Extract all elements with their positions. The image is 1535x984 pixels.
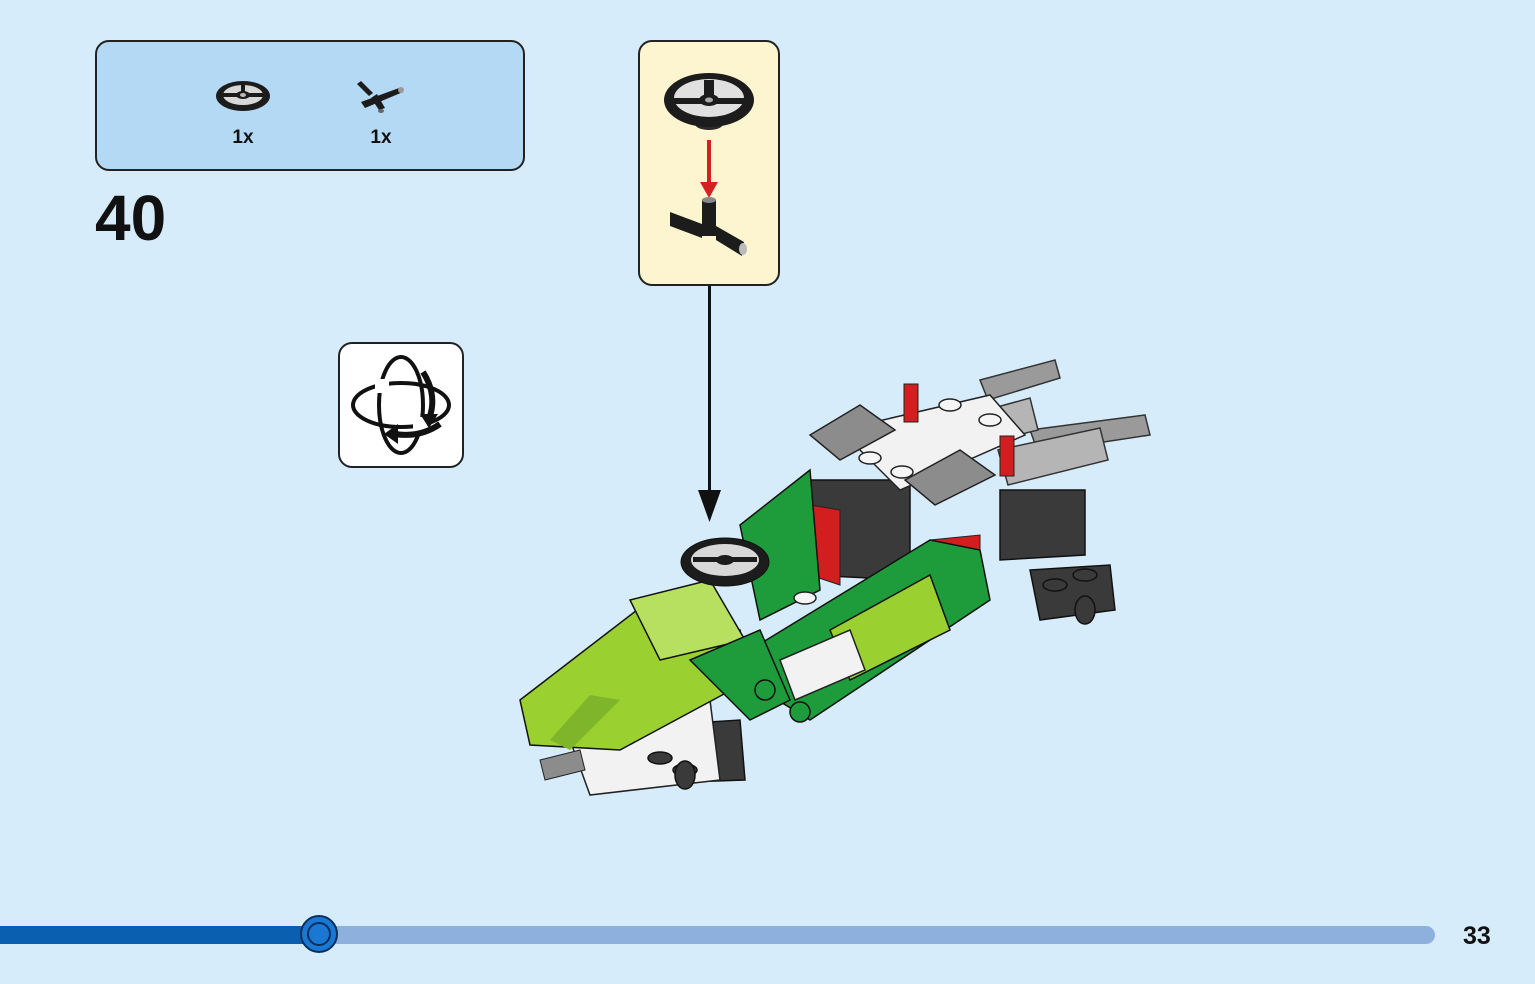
parts-list-box: 1x 1x [95, 40, 525, 171]
model-illustration [519, 359, 1151, 796]
progress-fill [0, 926, 319, 944]
t-bar-pin-icon [357, 81, 404, 113]
green-body-panel [739, 468, 821, 622]
t-bar-pin-icon [670, 197, 747, 256]
part-t-bar: 1x [351, 80, 411, 149]
page-number: 33 [1463, 922, 1491, 950]
part-quantity: 1x [232, 127, 254, 148]
red-insert-arrow [707, 140, 711, 184]
engine-block [999, 489, 1086, 561]
step-number: 40 [95, 182, 167, 254]
part-quantity: 1x [370, 127, 392, 148]
rotate-model-icon [351, 355, 451, 455]
callout-pointer-arrow [698, 286, 721, 522]
sub-assembly-callout [638, 40, 780, 286]
progress-knob [300, 915, 338, 953]
sub-assembly-diagram [664, 73, 754, 256]
steering-wheel-icon [216, 81, 270, 111]
rotate-indicator [338, 342, 464, 468]
steering-wheel-icon [680, 537, 770, 587]
progress-bar [0, 915, 1435, 953]
part-steering-wheel: 1x [213, 76, 273, 149]
